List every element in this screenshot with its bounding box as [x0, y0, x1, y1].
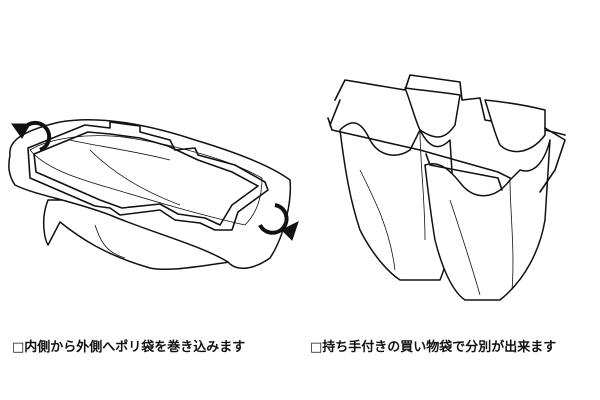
- poly-bag-wrap: [8, 119, 292, 269]
- shopping-bag-right: [424, 139, 551, 301]
- right-panel: □持ち手付きの買い物袋で分別が出来ます: [300, 0, 600, 400]
- caption-right: □持ち手付きの買い物袋で分別が出来ます: [310, 340, 557, 355]
- left-panel: □内側から外側へポリ袋を巻き込みます: [8, 119, 299, 355]
- rotate-arrow-icon: [11, 120, 52, 152]
- wire-frame: [27, 121, 269, 231]
- caption-left: □内側から外側へポリ袋を巻き込みます: [12, 340, 246, 355]
- frame-with-poly-bag-illustration: [8, 119, 299, 271]
- wire-frame-front: [327, 117, 511, 179]
- frame-with-shopping-bags-illustration: [327, 74, 566, 301]
- rotate-arrow-icon: [258, 203, 299, 241]
